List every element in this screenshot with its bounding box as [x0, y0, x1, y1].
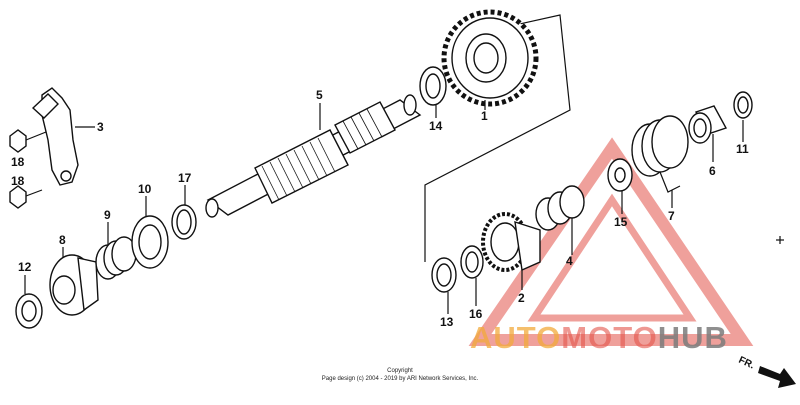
callout-1: 1: [481, 109, 488, 123]
callout-14: 14: [429, 119, 443, 133]
kick-arm-lever: [31, 87, 79, 186]
spring-9: [95, 236, 137, 280]
callout-5: 5: [316, 88, 323, 102]
washer-14: [419, 66, 447, 106]
callout-18-lower: 18: [11, 174, 25, 188]
callout-12: 12: [18, 260, 32, 274]
watermark-text-hub: HUB: [658, 320, 728, 355]
bolt-18-upper: [9, 129, 47, 153]
svg-text:AUTOMOTOHUB: AUTOMOTOHUB: [470, 320, 728, 355]
callout-4: 4: [566, 254, 573, 268]
watermark-logo-triangle: [468, 137, 754, 346]
washer-15: [607, 158, 633, 192]
callout-7: 7: [668, 209, 675, 223]
watermark-text-moto: MOTO: [561, 320, 657, 355]
callout-15: 15: [614, 215, 628, 229]
callout-16: 16: [469, 307, 483, 321]
washer-16: [460, 245, 484, 279]
callout-13: 13: [440, 315, 454, 329]
copyright-line-2: Page design (c) 2004 - 2019 by ARI Netwo…: [322, 376, 479, 382]
main-shaft: [205, 94, 422, 218]
callout-3: 3: [97, 120, 104, 134]
ratchet-8: [49, 254, 99, 316]
callout-18-upper: 18: [11, 155, 25, 169]
direction-label: FR.: [737, 355, 756, 372]
front-arrow-icon: [758, 366, 796, 388]
spindle-gear-2: [481, 212, 541, 272]
callout-10: 10: [138, 182, 152, 196]
copyright-notice: Copyright Page design (c) 2004 - 2019 by…: [322, 368, 479, 382]
bolt-18-lower: [9, 185, 43, 209]
circlip-11: [733, 91, 753, 119]
callout-6: 6: [709, 164, 716, 178]
callout-2: 2: [518, 291, 525, 305]
large-gear: [441, 9, 539, 107]
kick-spring-7: [631, 115, 689, 193]
callout-17: 17: [178, 171, 192, 185]
callout-numbers: 1 2 3 4 5 6 7 8 9 10 11 12 13 14 15 16 1…: [11, 88, 749, 329]
collar-6: [688, 105, 728, 144]
leader-lines: [24, 100, 744, 314]
callout-8: 8: [59, 233, 66, 247]
callout-9: 9: [104, 208, 111, 222]
registration-mark: [776, 236, 784, 244]
copyright-line-1: Copyright: [387, 368, 413, 374]
watermark-text-auto: AUTO: [470, 320, 561, 355]
spring-4: [535, 185, 585, 231]
assembly-bracket: [424, 14, 571, 262]
front-direction-indicator: FR.: [737, 355, 796, 388]
circlip-17: [171, 204, 197, 240]
circlip-13: [431, 257, 457, 293]
callout-11: 11: [736, 142, 749, 156]
washer-12: [15, 293, 43, 329]
washer-10: [131, 215, 169, 269]
watermark-logo-text: AUTOMOTOHUB: [470, 320, 728, 355]
